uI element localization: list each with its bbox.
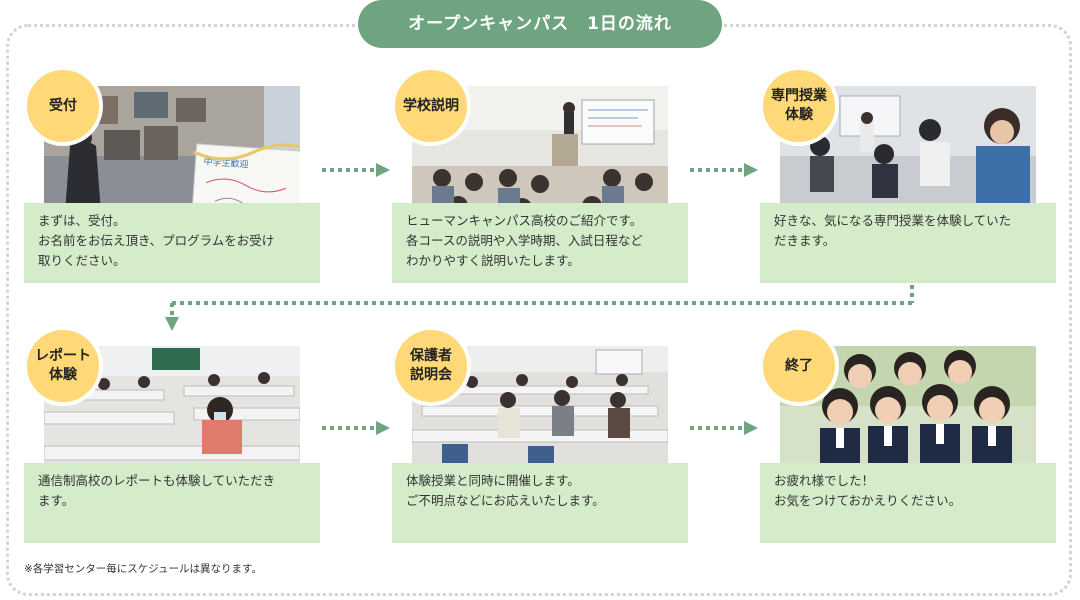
desc-line: お気をつけておかえりください。 bbox=[774, 493, 962, 508]
step-parent-session: 体験授業と同時に開催します。 ご不明点などにお応えいたします。 保護者 説明会 bbox=[391, 326, 688, 548]
step-description: ヒューマンキャンパス高校のご紹介です。 各コースの説明や入学時期、入試日程など … bbox=[392, 203, 688, 283]
desc-line: 体験授業と同時に開催します。 bbox=[406, 473, 580, 488]
desc-line: わかりやすく説明いたします。 bbox=[406, 253, 580, 268]
desc-line: 各コースの説明や入学時期、入試日程など bbox=[406, 233, 643, 248]
step-badge: 受付 bbox=[23, 66, 103, 146]
desc-line: ヒューマンキャンパス高校のご紹介です。 bbox=[406, 213, 643, 228]
step-reception: 中学生歓迎 まずは、受付。 お名前をお伝え頂き、プログラムをお受け 取りください… bbox=[23, 66, 320, 288]
step-description: 通信制高校のレポートも体験していただき ます。 bbox=[24, 463, 320, 543]
desc-line: ご不明点などにお応えいたします。 bbox=[406, 493, 605, 508]
desc-line: お疲れ様でした！ bbox=[774, 473, 875, 488]
arrow-right-icon bbox=[690, 421, 758, 435]
desc-line: まずは、受付。 bbox=[38, 213, 126, 228]
report-trial-photo bbox=[44, 346, 300, 486]
step-report-trial: 通信制高校のレポートも体験していただき ます。 レポート 体験 bbox=[23, 326, 320, 548]
arrow-return-icon bbox=[165, 285, 914, 331]
arrow-right-icon bbox=[322, 421, 390, 435]
step-description: 体験授業と同時に開催します。 ご不明点などにお応えいたします。 bbox=[392, 463, 688, 543]
step-badge: 専門授業 体験 bbox=[759, 66, 839, 146]
desc-line: 好きな、気になる専門授業を体験していた bbox=[774, 213, 1012, 228]
desc-line: お名前をお伝え頂き、プログラムをお受け bbox=[38, 233, 275, 248]
arrow-right-icon bbox=[322, 163, 390, 177]
step-description: お疲れ様でした！ お気をつけておかえりください。 bbox=[760, 463, 1056, 543]
schedule-note: ※各学習センター毎にスケジュールは異なります。 bbox=[24, 563, 263, 575]
step-badge: レポート 体験 bbox=[23, 326, 103, 406]
step-finish: お疲れ様でした！ お気をつけておかえりください。 終了 bbox=[759, 326, 1056, 548]
step-badge: 終了 bbox=[759, 326, 839, 406]
step-description: 好きな、気になる専門授業を体験していた だきます。 bbox=[760, 203, 1056, 283]
desc-line: だきます。 bbox=[774, 233, 836, 248]
desc-line: ます。 bbox=[38, 493, 75, 508]
step-description: まずは、受付。 お名前をお伝え頂き、プログラムをお受け 取りください。 bbox=[24, 203, 320, 283]
desc-line: 通信制高校のレポートも体験していただき bbox=[38, 473, 276, 488]
arrow-right-icon bbox=[690, 163, 758, 177]
step-school-info: ヒューマンキャンパス高校のご紹介です。 各コースの説明や入学時期、入試日程など … bbox=[391, 66, 688, 288]
step-badge: 保護者 説明会 bbox=[391, 326, 471, 406]
step-badge: 学校説明 bbox=[391, 66, 471, 146]
step-class-trial: 好きな、気になる専門授業を体験していた だきます。 専門授業 体験 bbox=[759, 66, 1056, 288]
page-title: オープンキャンパス 1日の流れ bbox=[358, 0, 722, 48]
desc-line: 取りください。 bbox=[38, 253, 126, 268]
